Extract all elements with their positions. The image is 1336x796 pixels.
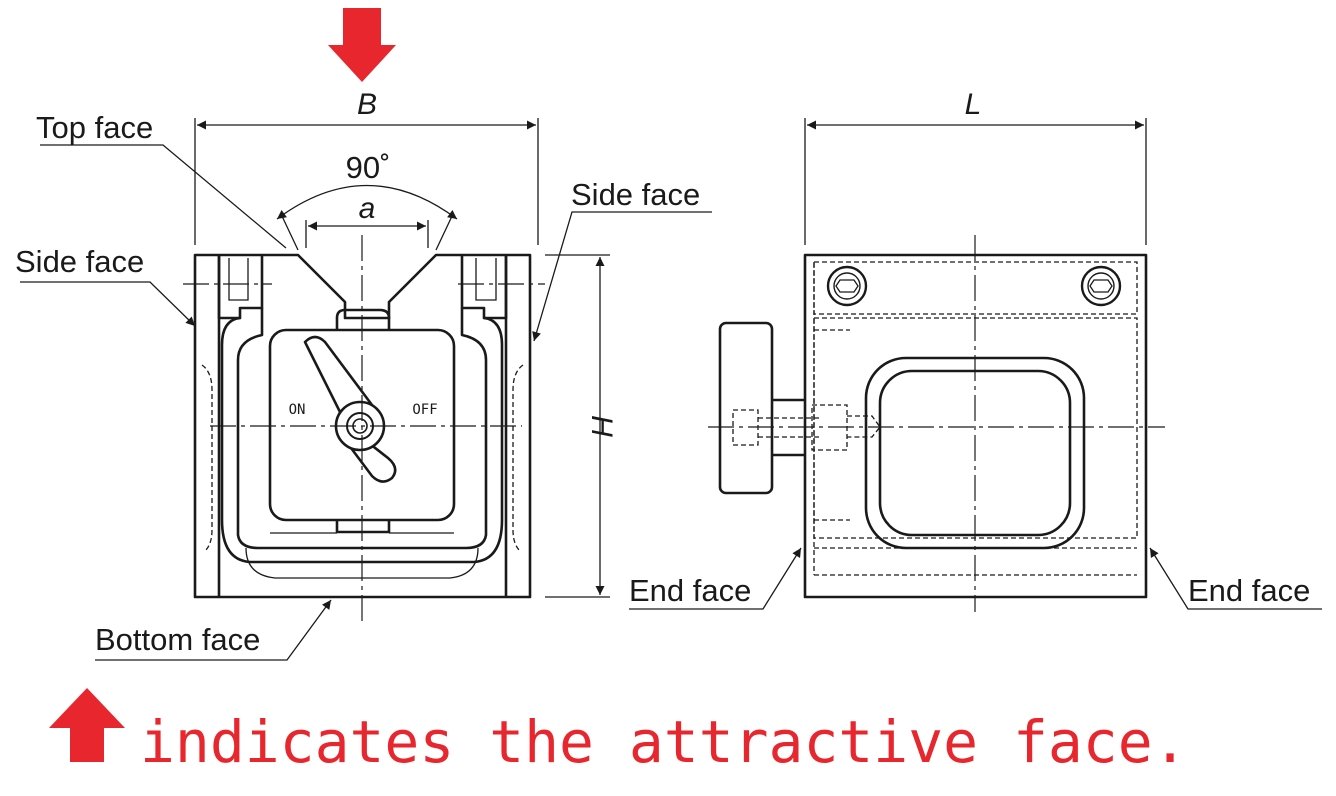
leader-bottom-face [95, 599, 332, 661]
leader-end-face-right [1149, 547, 1322, 610]
label-end-face-right: End face [1188, 573, 1310, 608]
dimension-b-label: B [357, 88, 377, 121]
bolt-icon [826, 265, 868, 307]
legend-note-text: indicates the attractive face. [140, 708, 1188, 776]
dimension-h-label: H [585, 415, 618, 437]
leader-end-face-left [629, 547, 802, 610]
label-top-face: Top face [36, 110, 153, 145]
switch-lever-icon [303, 335, 397, 483]
switch-off-label: OFF [412, 402, 437, 418]
switch-on-label: ON [289, 402, 306, 418]
front-body-outline [193, 253, 532, 599]
label-bottom-face: Bottom face [95, 622, 260, 657]
attractive-face-arrow-icon [49, 688, 125, 762]
bolt-icon [1080, 265, 1122, 307]
label-side-face-left: Side face [15, 244, 144, 279]
front-view: B 90˚ a [183, 8, 618, 625]
label-end-face-left: End face [629, 573, 751, 608]
face-labels: Top face Side face Side face Bottom face… [15, 110, 1322, 661]
switch-knob [718, 321, 774, 495]
leader-side-face-right [532, 211, 712, 342]
leader-side-face-left [20, 281, 196, 327]
label-side-face-right: Side face [571, 177, 700, 212]
legend-note: indicates the attractive face. [49, 688, 1188, 776]
angle-arc [276, 184, 458, 220]
dimension-a-label: a [359, 192, 376, 225]
leader-top-face [40, 144, 287, 249]
side-view: L [708, 88, 1165, 612]
angle-label: 90˚ [346, 150, 391, 185]
attractive-face-arrow [328, 8, 396, 82]
dimension-l-label: L [965, 88, 982, 121]
